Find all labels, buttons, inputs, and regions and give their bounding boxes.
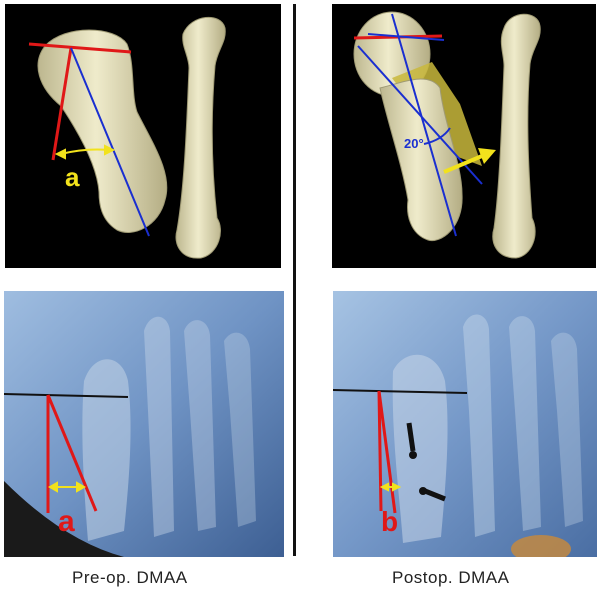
preop-bone-model-panel: a xyxy=(5,4,281,268)
second-metatarsal-bone xyxy=(176,17,225,258)
caption-postop: Postop. DMAA xyxy=(392,568,510,588)
preop-xray-panel: a xyxy=(4,291,284,557)
preop-bone-model: a xyxy=(5,4,281,268)
postop-xray-label-b: b xyxy=(381,506,398,537)
first-metatarsal-shadow xyxy=(82,359,130,541)
first-metatarsal-shadow xyxy=(393,355,448,543)
postop-xray: b xyxy=(333,291,597,557)
preop-xray-label-a: a xyxy=(58,505,75,538)
preop-xray: a xyxy=(4,291,284,557)
second-metatarsal-bone xyxy=(493,14,540,258)
correction-angle-label: 20° xyxy=(404,136,424,151)
panel-divider xyxy=(293,4,296,556)
postop-bone-model: 20° xyxy=(332,4,596,268)
postop-bone-model-panel: 20° xyxy=(332,4,596,268)
preop-model-label-a: a xyxy=(65,162,80,192)
caption-preop: Pre-op. DMAA xyxy=(72,568,188,588)
postop-xray-panel: b xyxy=(333,291,597,557)
